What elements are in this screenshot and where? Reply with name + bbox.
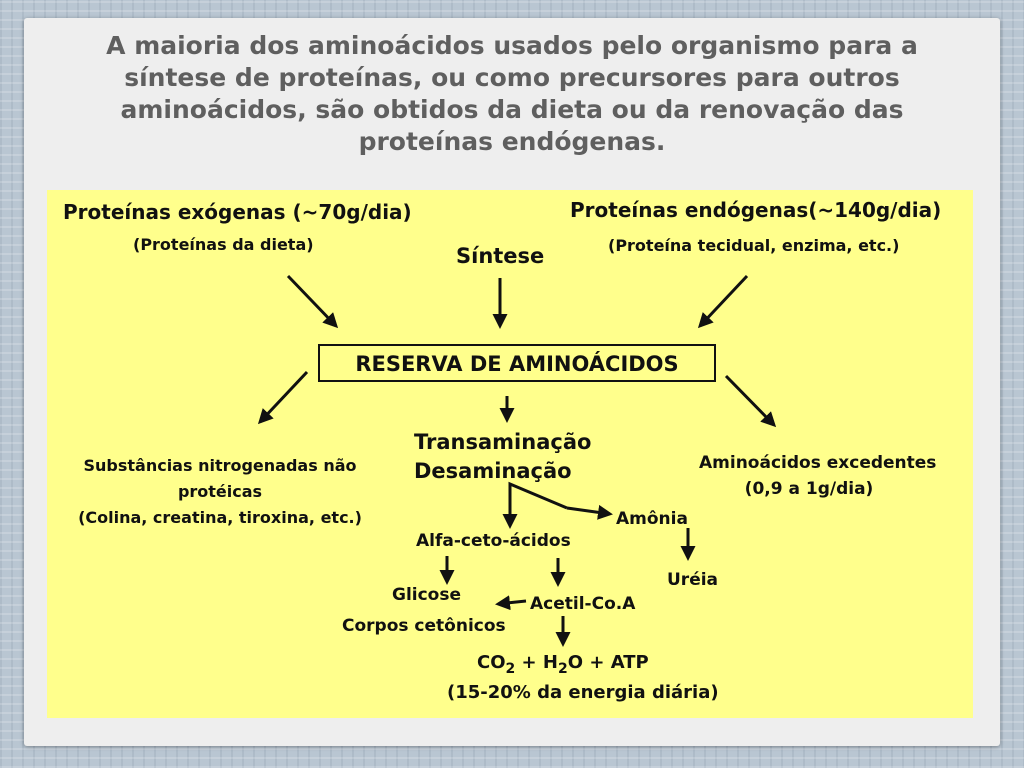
title-line-2: síntese de proteínas, ou como precursore…: [124, 63, 900, 92]
excess-line-1: Aminoácidos excedentes: [699, 453, 937, 473]
endogenous-proteins-title: Proteínas endógenas(~140g/dia): [570, 198, 942, 222]
glucose-label: Glicose: [392, 585, 462, 605]
transamination-label: Transaminação: [414, 430, 592, 454]
atp-text: ATP: [610, 652, 649, 673]
deamination-label: Desaminação: [414, 459, 572, 483]
amino-acid-reserve-box: RESERVA DE AMINOÁCIDOS: [318, 344, 716, 382]
co2-water-atp-products: CO2 + H2O + ATP: [477, 652, 649, 677]
transamination-deamination: Transaminação Desaminação: [414, 428, 591, 486]
excess-amino-acids: Aminoácidos excedentes (0,9 a 1g/dia): [699, 450, 937, 502]
arrow-reserve-to-nitrogenous: [257, 370, 309, 425]
h2-subscript: 2: [558, 661, 568, 677]
deamination-branch-line: [508, 481, 568, 510]
diagram-arrows: [257, 274, 777, 647]
arrow-reserve-to-excess: [724, 374, 777, 428]
slide-title: A maioria dos aminoácidos usados pelo or…: [24, 30, 1000, 158]
co-text: CO: [477, 652, 506, 673]
co2-subscript: 2: [505, 661, 516, 677]
title-line-1: A maioria dos aminoácidos usados pelo or…: [106, 31, 918, 60]
plus-sign-2: +: [589, 652, 605, 673]
arrow-to-ammonia: [566, 504, 613, 520]
arrow-exogenous-to-reserve: [286, 274, 339, 329]
arrow-endogenous-to-reserve: [697, 274, 749, 329]
acetyl-coa-label: Acetil-Co.A: [530, 594, 636, 614]
energy-percentage-label: (15-20% da energia diária): [447, 682, 719, 703]
nitrogenous-line-1: Substâncias nitrogenadas não: [83, 456, 357, 475]
non-protein-nitrogenous-substances: Substâncias nitrogenadas não protéicas (…: [55, 453, 385, 531]
exogenous-proteins-subtitle: (Proteínas da dieta): [133, 235, 314, 254]
amino-acid-metabolism-diagram: Proteínas exógenas (~70g/dia) (Proteínas…: [47, 190, 973, 718]
alpha-keto-acids-label: Alfa-ceto-ácidos: [416, 531, 571, 551]
amino-acid-reserve-label: RESERVA DE AMINOÁCIDOS: [355, 352, 679, 376]
exogenous-proteins-title: Proteínas exógenas (~70g/dia): [63, 200, 412, 224]
arrow-acetyl-to-glucose: [495, 595, 527, 611]
ketone-bodies-label: Corpos cetônicos: [342, 616, 506, 636]
title-line-3: aminoácidos, são obtidos da dieta ou da …: [120, 95, 904, 124]
nitrogenous-line-2: protéicas: [177, 482, 263, 501]
h-text: H: [542, 652, 558, 673]
excess-line-2: (0,9 a 1g/dia): [744, 479, 874, 499]
ammonia-label: Amônia: [616, 509, 688, 529]
nitrogenous-line-3: (Colina, creatina, tiroxina, etc.): [78, 508, 362, 527]
urea-label: Uréia: [667, 570, 719, 590]
title-line-4: proteínas endógenas.: [358, 127, 666, 156]
plus-sign-1: +: [521, 652, 537, 673]
endogenous-proteins-subtitle: (Proteína tecidual, enzima, etc.): [608, 236, 900, 255]
o-text: O: [567, 652, 584, 673]
synthesis-label: Síntese: [456, 244, 545, 268]
